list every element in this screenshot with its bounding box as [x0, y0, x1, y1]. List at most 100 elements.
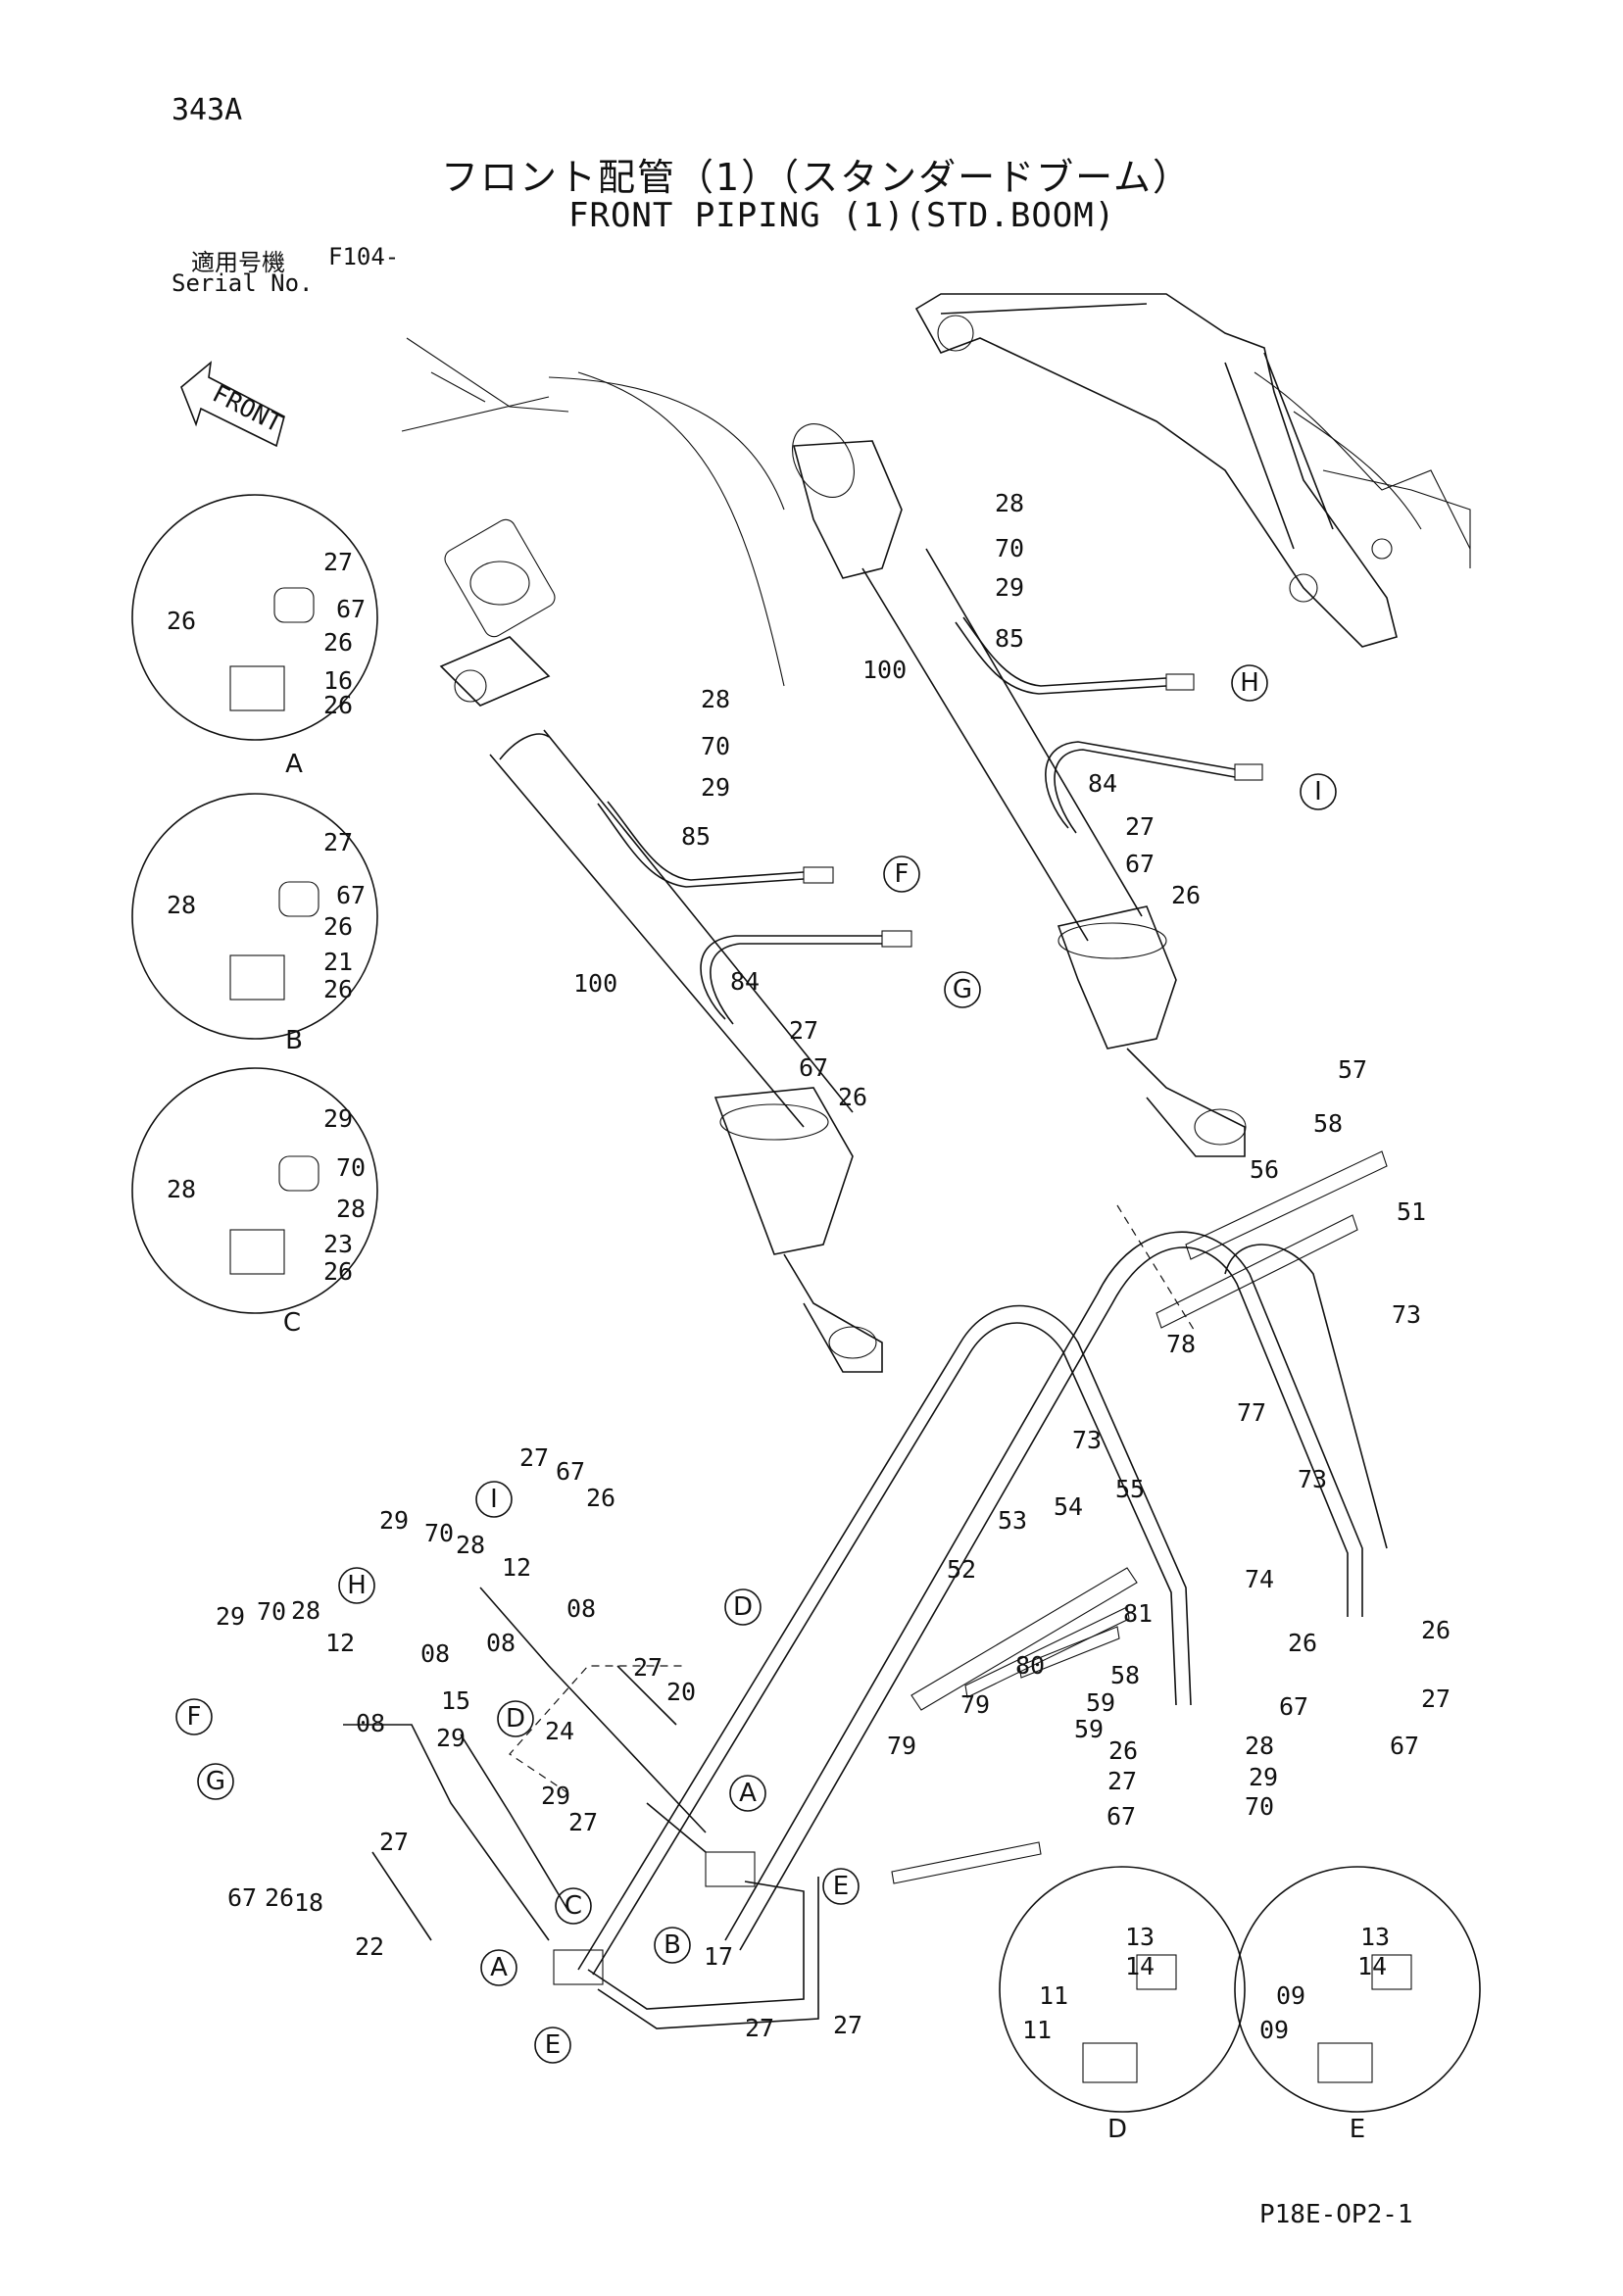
boom-cylinder-right	[792, 423, 1247, 1157]
detail-e-part-09: 09	[1276, 1981, 1305, 2010]
clamp-bars	[891, 1150, 1388, 1884]
steel-pipes	[577, 1231, 1388, 1976]
detail-a: A	[131, 494, 378, 779]
detail-a-part-26: 26	[167, 607, 196, 635]
part-callout-67: 67	[1279, 1692, 1308, 1721]
connection-letter: G	[953, 975, 972, 1004]
connection-label-h: H	[338, 1567, 375, 1604]
connection-letter: B	[664, 1930, 681, 1960]
connection-letter: H	[1240, 668, 1259, 698]
detail-a-part-26: 26	[323, 691, 353, 719]
connection-letter: A	[490, 1953, 508, 1982]
part-callout-73: 73	[1392, 1300, 1421, 1329]
detail-c-part-28: 28	[167, 1175, 196, 1203]
connection-circle	[724, 1588, 762, 1626]
connection-label-d: D	[497, 1700, 534, 1737]
part-callout-27: 27	[833, 2011, 862, 2039]
part-callout-18: 18	[294, 1888, 323, 1917]
connection-circle	[555, 1887, 592, 1925]
part-callout-29: 29	[541, 1782, 570, 1810]
part-callouts: 1002870298584276726100287029858427672657…	[216, 489, 1451, 2042]
detail-b-part-26: 26	[323, 912, 353, 941]
connection-letter: E	[833, 1872, 849, 1901]
part-callout-67: 67	[556, 1457, 585, 1486]
part-callout-84: 84	[1088, 769, 1117, 798]
part-callout-53: 53	[998, 1506, 1027, 1535]
serial-label-en: Serial No.	[172, 269, 314, 297]
detail-e: E	[1234, 1866, 1481, 2144]
part-callout-78: 78	[1166, 1330, 1196, 1358]
part-callout-70: 70	[995, 534, 1024, 562]
detail-b-part-26: 26	[323, 975, 353, 1003]
part-callout-80: 80	[1015, 1651, 1045, 1680]
detail-c-part-28: 28	[336, 1195, 366, 1223]
detail-c-part-23: 23	[323, 1230, 353, 1258]
part-callout-26: 26	[1421, 1616, 1451, 1644]
part-callout-67: 67	[1125, 850, 1155, 878]
connection-circle	[475, 1481, 513, 1518]
detail-part-callouts: 2767262616262767282621262970282823261314…	[167, 548, 1390, 2044]
part-callout-29: 29	[216, 1602, 245, 1631]
detail-a-part-67: 67	[336, 595, 366, 623]
part-callout-73: 73	[1072, 1426, 1102, 1454]
drawing-code: P18E-OP2-1	[1259, 2200, 1413, 2229]
part-callout-12: 12	[325, 1629, 355, 1657]
part-callout-85: 85	[681, 822, 711, 851]
part-callout-08: 08	[420, 1639, 450, 1668]
connection-label-d: D	[724, 1588, 762, 1626]
part-callout-67: 67	[227, 1883, 257, 1912]
part-callout-08: 08	[566, 1594, 596, 1623]
part-callout-29: 29	[995, 573, 1024, 602]
page-number: 343A	[172, 93, 243, 127]
detail-d: D	[999, 1866, 1246, 2144]
connection-letter: F	[895, 859, 910, 889]
part-callout-100: 100	[862, 656, 907, 684]
connection-letter: I	[1314, 777, 1322, 806]
connection-label-e: E	[534, 2027, 571, 2064]
connection-circle	[534, 2027, 571, 2064]
part-callout-28: 28	[1245, 1732, 1274, 1760]
connection-label-h: H	[1231, 664, 1268, 702]
part-callout-28: 28	[456, 1531, 485, 1559]
connection-circle	[822, 1868, 860, 1905]
detail-a-part-27: 27	[323, 548, 353, 576]
detail-d-part-13: 13	[1125, 1923, 1155, 1951]
detail-e-part-14: 14	[1357, 1952, 1387, 1980]
connection-circle	[944, 971, 981, 1008]
detail-d-part-14: 14	[1125, 1952, 1155, 1980]
part-callout-27: 27	[1107, 1767, 1137, 1795]
detail-b-part-21: 21	[323, 948, 353, 976]
part-callout-56: 56	[1250, 1155, 1279, 1184]
detail-d-part-11: 11	[1039, 1981, 1068, 2010]
serial-label-jp: 適用号機	[191, 249, 285, 276]
connection-letter: F	[187, 1702, 202, 1732]
part-callout-54: 54	[1054, 1492, 1083, 1521]
part-callout-67: 67	[1390, 1732, 1419, 1760]
detail-e-part-13: 13	[1360, 1923, 1390, 1951]
detail-e-part-09: 09	[1259, 2016, 1289, 2044]
connection-letter: E	[545, 2030, 561, 2060]
detail-d-label: D	[1107, 2115, 1127, 2144]
part-callout-26: 26	[1288, 1629, 1317, 1657]
serial-code: F104-	[328, 243, 400, 270]
part-callout-24: 24	[545, 1717, 574, 1745]
part-callout-57: 57	[1338, 1055, 1367, 1084]
connection-label-a: A	[729, 1775, 766, 1812]
connection-label-e: E	[822, 1868, 860, 1905]
connection-circle	[338, 1567, 375, 1604]
part-callout-29: 29	[701, 773, 730, 802]
part-callout-27: 27	[568, 1808, 598, 1836]
part-callout-70: 70	[424, 1519, 454, 1547]
detail-e-label: E	[1350, 2115, 1365, 2144]
connection-label-i: I	[475, 1481, 513, 1518]
detail-b-part-27: 27	[323, 828, 353, 856]
part-callout-59: 59	[1086, 1688, 1115, 1717]
connection-circle	[497, 1700, 534, 1737]
part-callout-26: 26	[838, 1083, 867, 1111]
detail-a-part-16: 16	[323, 666, 353, 695]
part-callout-70: 70	[701, 732, 730, 760]
connection-circle	[480, 1949, 517, 1986]
connection-letter: A	[739, 1779, 757, 1808]
